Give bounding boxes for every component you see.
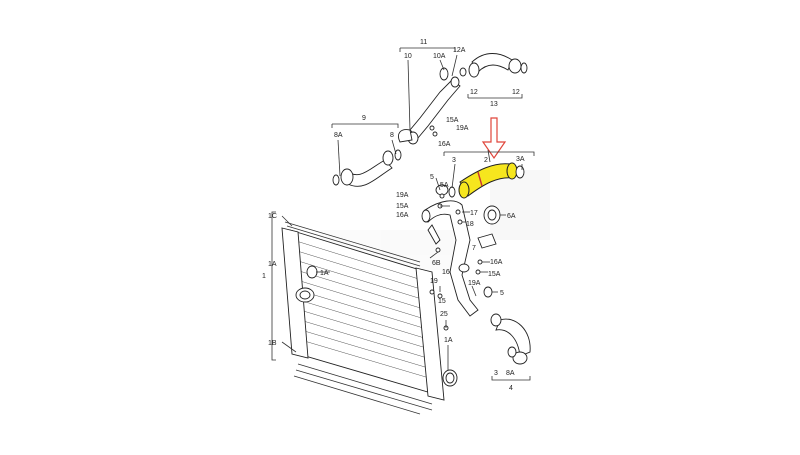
label-15a-mid: 15A [396, 203, 409, 210]
callout-labels: 11 10 10A 12A 12 12 13 9 8A 8 15A 19A 16… [262, 39, 525, 392]
label-19: 19 [430, 278, 438, 285]
label-12-left: 12 [470, 89, 478, 96]
label-18: 18 [466, 221, 474, 228]
seal-5 [483, 286, 493, 298]
label-15a-right: 15A [488, 271, 501, 278]
label-6b: 6B [432, 260, 441, 267]
red-arrow-icon [481, 117, 507, 160]
label-8: 8 [390, 132, 394, 139]
pipe-5 [421, 184, 479, 317]
label-16a-right: 16A [490, 259, 503, 266]
label-11: 11 [420, 39, 427, 46]
label-17: 17 [470, 210, 478, 217]
label-3-bottom: 3 [494, 370, 498, 377]
label-1a-bottom: 1A [444, 337, 453, 344]
label-5-right: 5 [500, 290, 504, 297]
hose-4 [490, 313, 531, 365]
label-19a-top: 19A [456, 125, 469, 132]
label-5: 5 [430, 174, 434, 181]
hose-13 [459, 53, 528, 78]
label-16a-mid: 16A [396, 212, 409, 219]
label-5a: 5A [440, 182, 449, 189]
label-9: 9 [362, 115, 366, 122]
label-13: 13 [490, 101, 498, 108]
label-7: 7 [472, 245, 476, 252]
leader-lines [271, 47, 535, 381]
label-10a: 10A [433, 53, 446, 60]
label-8a: 8A [334, 132, 343, 139]
part-7 [477, 233, 497, 249]
label-1: 1 [262, 273, 266, 280]
label-16: 16 [442, 269, 450, 276]
label-25: 25 [440, 311, 448, 318]
hose-2-highlighted [448, 162, 525, 199]
label-10: 10 [404, 53, 412, 60]
label-3a: 3A [516, 156, 525, 163]
pipe-11 [398, 67, 461, 145]
label-12a: 12A [453, 47, 466, 54]
label-15: 15 [438, 298, 446, 305]
label-15a-top: 15A [446, 117, 459, 124]
label-12-right: 12 [512, 89, 520, 96]
label-6a: 6A [507, 213, 516, 220]
label-16a-top: 16A [438, 141, 451, 148]
label-1b: 1B [268, 340, 277, 347]
seal-1a [306, 265, 318, 279]
label-19a-right: 19A [468, 280, 481, 287]
label-4: 4 [509, 385, 513, 392]
bolts [429, 125, 483, 331]
label-1a-inner: 1A [320, 270, 329, 277]
label-1c: 1C [268, 213, 277, 220]
hose-9 [332, 149, 402, 187]
label-2: 2 [484, 157, 488, 164]
part-6a [483, 205, 501, 225]
label-3: 3 [452, 157, 456, 164]
label-1a-left: 1A [268, 261, 277, 268]
label-19a-mid: 19A [396, 192, 409, 199]
intercooler [281, 221, 458, 415]
label-8a-bottom: 8A [506, 370, 515, 377]
